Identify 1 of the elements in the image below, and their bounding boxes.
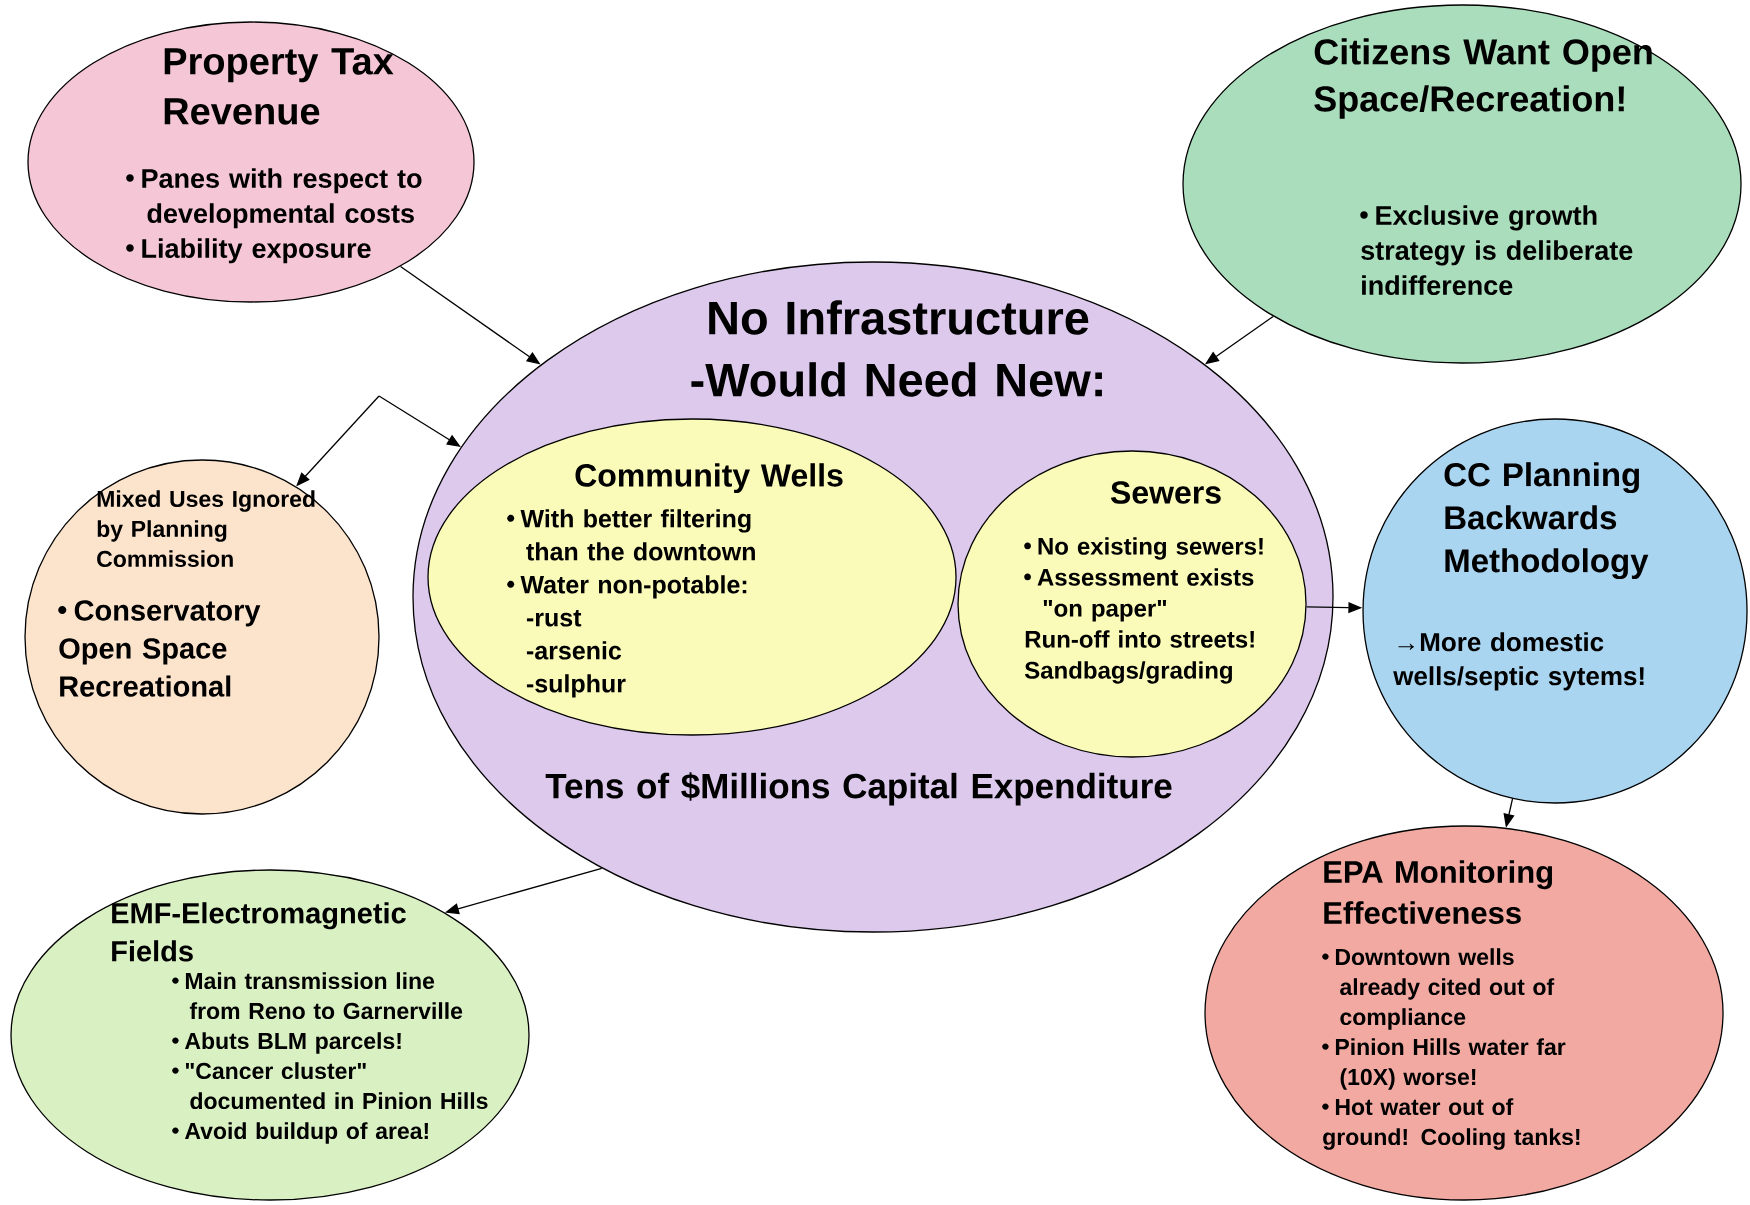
arrow [378, 395, 461, 447]
